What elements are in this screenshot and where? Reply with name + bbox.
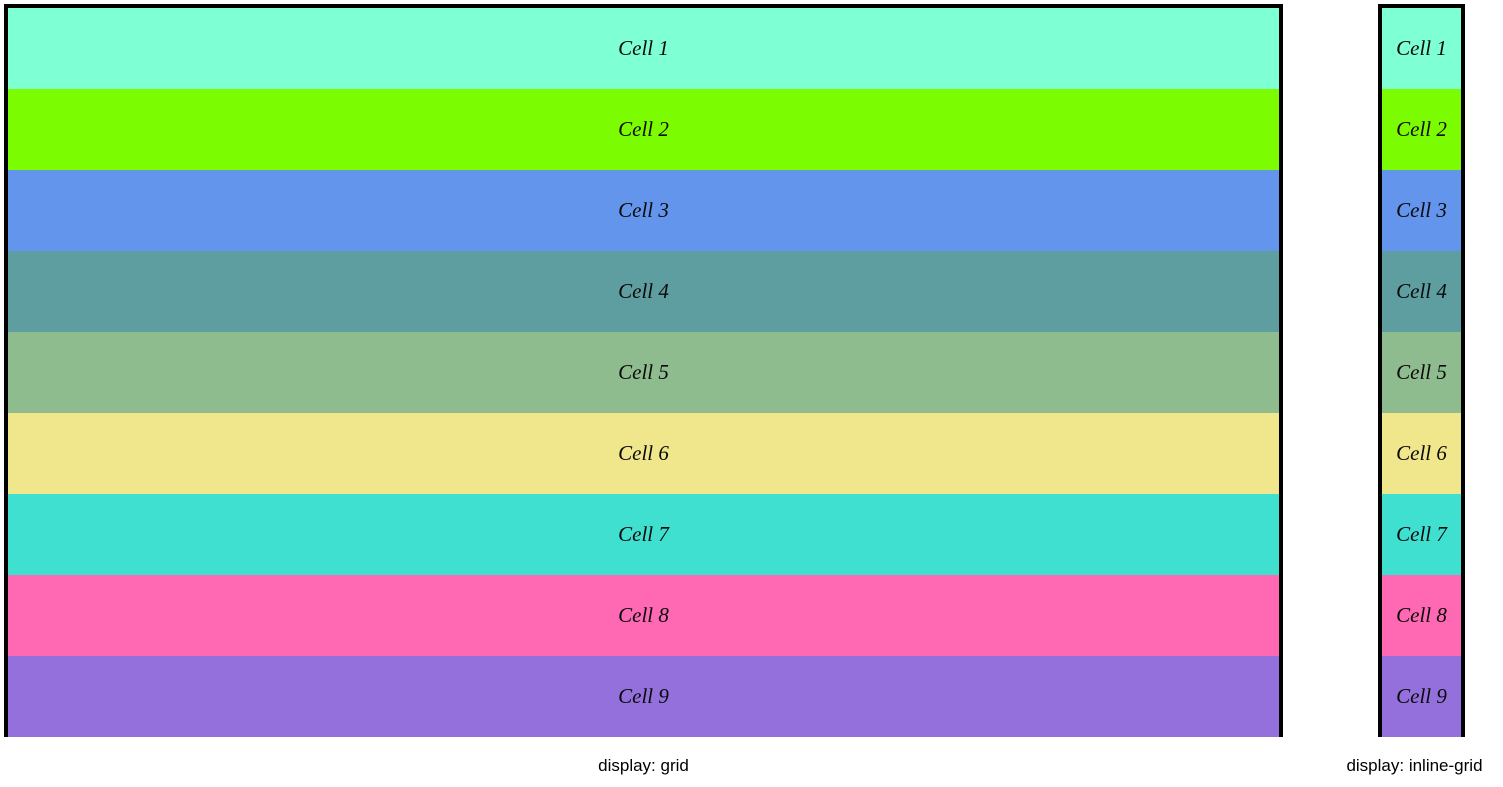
grid-cell: Cell 1 <box>8 8 1279 89</box>
grid-cell: Cell 2 <box>8 89 1279 170</box>
grid-cell: Cell 8 <box>1382 575 1461 656</box>
grid-cell: Cell 6 <box>1382 413 1461 494</box>
grid-cell: Cell 5 <box>1382 332 1461 413</box>
grid-cell: Cell 5 <box>8 332 1279 413</box>
caption-display-grid: display: grid <box>598 756 689 775</box>
caption-display-inline-grid: display: inline-grid <box>1346 756 1483 775</box>
grid-cell: Cell 1 <box>1382 8 1461 89</box>
grid-cell: Cell 9 <box>8 656 1279 737</box>
grid-cell: Cell 4 <box>8 251 1279 332</box>
grid-cell: Cell 7 <box>8 494 1279 575</box>
grid-cell: Cell 6 <box>8 413 1279 494</box>
grid-cell: Cell 3 <box>1382 170 1461 251</box>
grid-cell: Cell 2 <box>1382 89 1461 170</box>
grid-cell: Cell 7 <box>1382 494 1461 575</box>
grid-cell: Cell 8 <box>8 575 1279 656</box>
grid-cell: Cell 4 <box>1382 251 1461 332</box>
grid-cell: Cell 9 <box>1382 656 1461 737</box>
grid-cell: Cell 3 <box>8 170 1279 251</box>
